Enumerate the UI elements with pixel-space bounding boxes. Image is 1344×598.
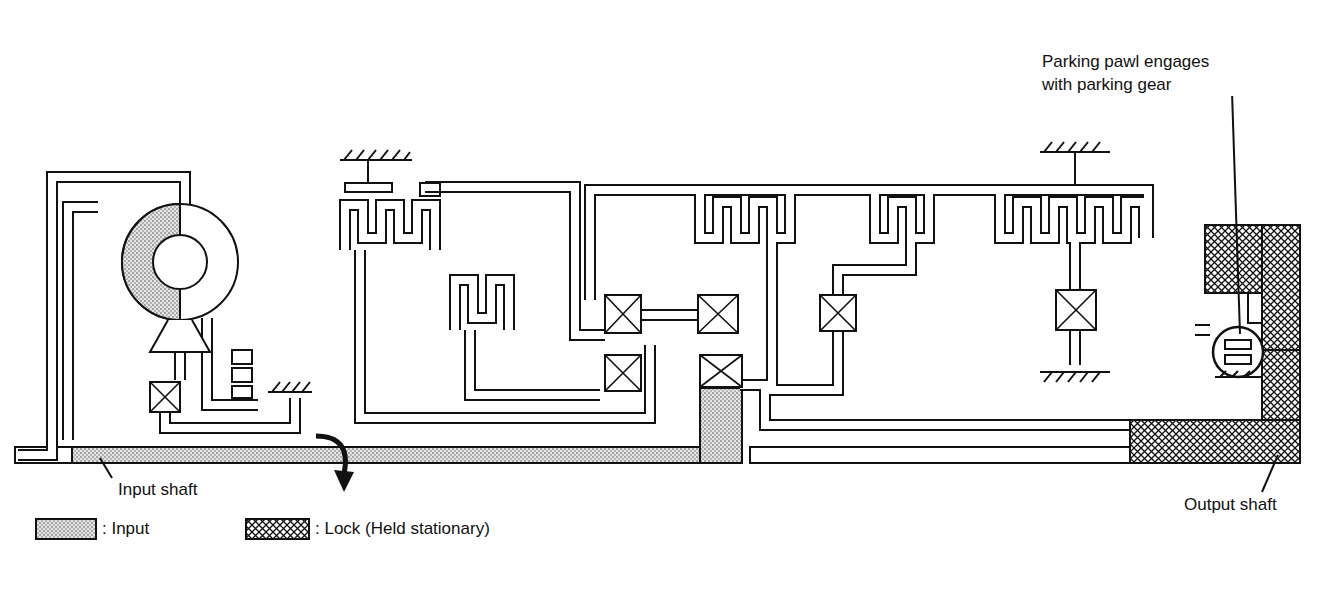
- pawl-slot: [1248, 293, 1262, 323]
- output-lock: [1130, 420, 1300, 463]
- member-fill: [18, 177, 1210, 455]
- parking-gear-tooth: [1225, 355, 1251, 364]
- leader-line: [100, 458, 112, 478]
- legend-text: : Lock (Held stationary): [313, 517, 492, 540]
- brake-band: [345, 160, 440, 196]
- converter-torus: [122, 204, 238, 320]
- parking-gear-tooth: [1225, 340, 1251, 349]
- legend-sample: [246, 519, 309, 539]
- turbine-hub: [150, 320, 210, 352]
- ground-symbol: [340, 150, 412, 160]
- rotation-arrow: [316, 436, 345, 474]
- member-outline: [18, 177, 1210, 455]
- parking-pawl: [1215, 350, 1300, 377]
- legend-swatch: [35, 518, 97, 540]
- legend-swatch: [245, 518, 310, 540]
- pump-gear: [232, 350, 252, 364]
- parking-gear: [1213, 327, 1263, 377]
- pump-gear: [232, 386, 252, 398]
- rotation-arrowhead: [334, 470, 354, 492]
- pinion: [700, 355, 742, 387]
- input-shaft: [72, 447, 742, 463]
- front-sun-gear: [700, 388, 742, 463]
- pinion: [1056, 290, 1096, 330]
- pinion: [605, 355, 641, 391]
- pinion: [698, 295, 738, 333]
- legend-text: : Input: [100, 517, 151, 540]
- part-label: Parking pawl engages with parking gear: [1040, 50, 1239, 96]
- ground-symbol: [1040, 372, 1110, 382]
- ground-symbol: [1040, 142, 1110, 184]
- ground-symbol: [268, 382, 312, 392]
- part-label: Input shaft: [116, 478, 199, 501]
- one-way-clutch: [150, 382, 180, 412]
- pinion: [820, 295, 856, 331]
- pinion: [605, 295, 641, 333]
- converter-core: [153, 235, 207, 289]
- leader-line: [1262, 455, 1278, 492]
- pump-gear: [232, 368, 252, 382]
- leader-line: [1232, 92, 1240, 334]
- stator-shaft: [175, 352, 185, 380]
- legend-sample: [36, 519, 96, 539]
- output-shaft: [750, 447, 1135, 463]
- part-label: Output shaft: [1182, 493, 1279, 516]
